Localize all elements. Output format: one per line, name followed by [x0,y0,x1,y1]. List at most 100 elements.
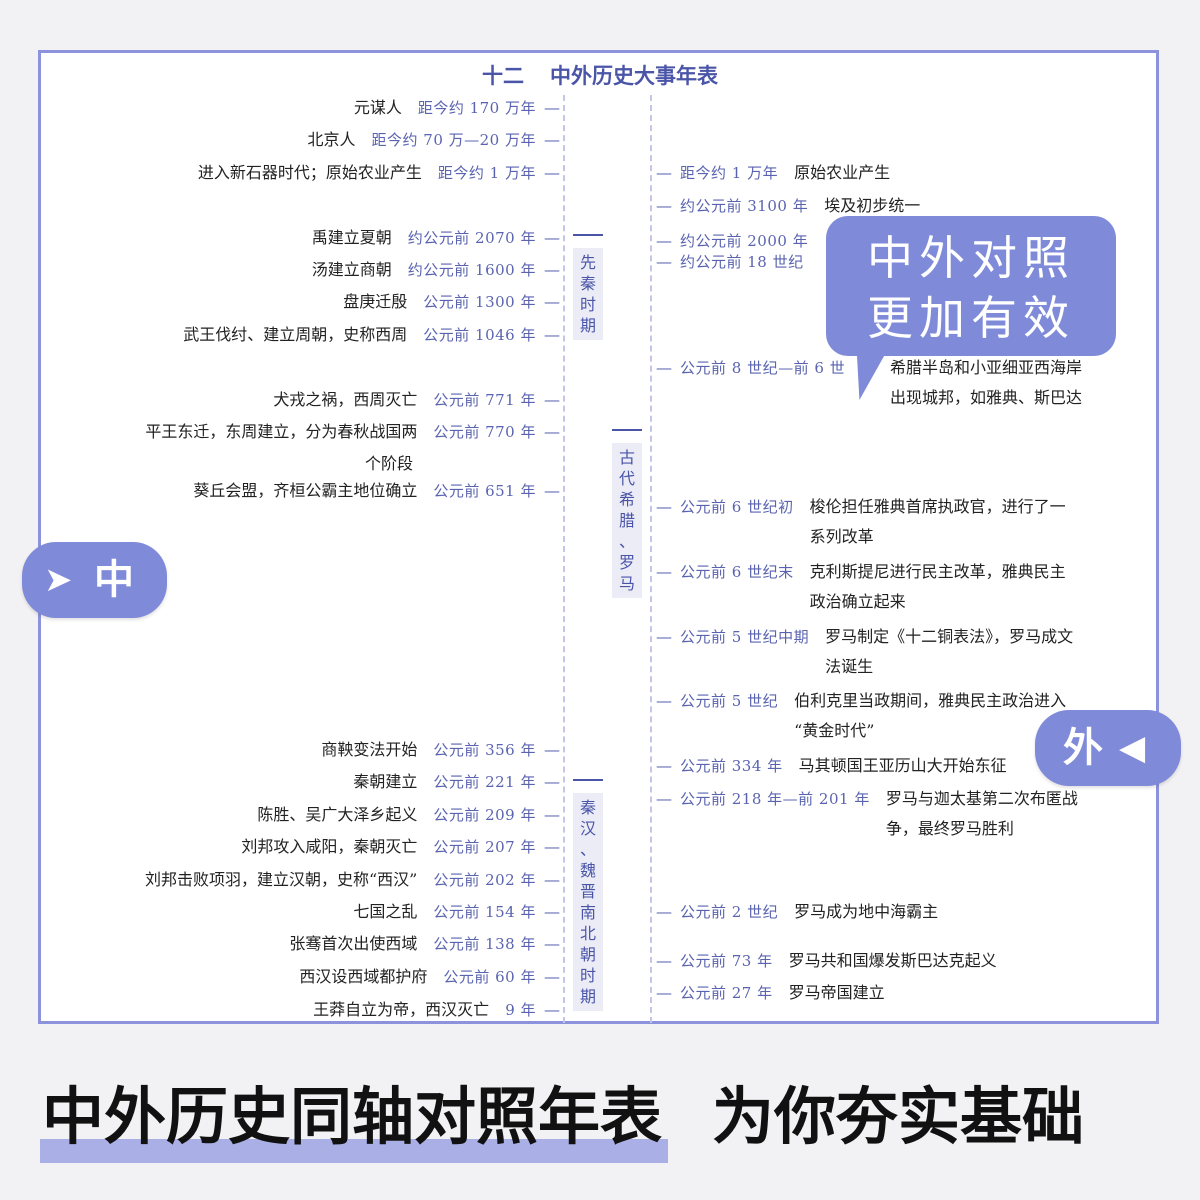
event-text: 平王东迁，东周建立，分为春秋战国两 [145,422,418,441]
world-event-row: —公元前 73 年罗马共和国爆发斯巴达克起义 [656,946,997,976]
foreign-side-tag: 外 ◀ [1035,710,1181,786]
world-event-row: —公元前 334 年马其顿国王亚历山大开始东征 [656,751,1007,781]
world-event-row: —距今约 1 万年原始农业产生 [656,158,890,188]
tick-mark: — [656,163,672,182]
period-char: 秦 [579,274,596,293]
tick-mark: — [544,422,560,441]
period-label-ancient-greece-rome: 古 代 希 腊 、 罗 马 [612,429,642,598]
period-char: 代 [618,469,635,488]
event-date: 约公元前 2000 年 [680,232,809,250]
event-text: 进入新石器时代；原始农业产生 [197,163,422,182]
period-char: 晋 [579,882,596,901]
china-event-row: 北京人距今约 70 万—20 万年 — [308,125,561,155]
tick-mark: — [544,481,560,500]
tick-mark: — [544,292,560,311]
tick-mark: — [544,740,560,759]
tick-mark: — [656,983,672,1002]
chinese-axis-line [563,95,565,1023]
period-label-xianqin: 先 秦 时 期 [573,234,603,340]
event-text-block: 罗马制定《十二铜表法》，罗马成文法诞生 [825,622,1073,682]
china-event-row: 葵丘会盟，齐桓公霸主地位确立公元前 651 年— [193,476,560,506]
event-text-continued: 出现城邦，如雅典、斯巴达 [890,388,1083,407]
tick-mark: — [656,358,672,377]
world-event-row: — 公元前 5 世纪中期罗马制定《十二铜表法》，罗马成文法诞生 [656,622,1073,682]
world-event-row: —公元前 6 世纪末克利斯提尼进行民主改革，雅典民主政治确立起来 [656,557,1066,617]
tick-mark: — [656,951,672,970]
tick-mark: — [544,163,560,182]
world-event-text-block: 希腊半岛和小亚细亚西海岸出现城邦，如雅典、斯巴达 [890,353,1082,413]
event-date: 公元前 138 年 [433,935,536,953]
event-text: 七国之乱 [353,902,418,921]
china-event-row: 犬戎之祸，西周灭亡公元前 771 年— [273,385,560,415]
event-text-block: 罗马与迦太基第二次布匿战争，最终罗马胜利 [886,784,1078,844]
event-date: 距今约 70 万—20 万年 [371,131,536,149]
event-text: 盘庚迁殷 [343,292,408,311]
event-text: 西汉设西域都护府 [299,967,428,986]
slogan: 中外历史同轴对照年表为你夯实基础 [42,1066,1084,1156]
china-event-continuation: 个阶段 [365,449,413,479]
event-date: 公元前 221 年 [433,773,536,791]
bubble-line-2: 更加有效 [867,291,1075,345]
tick-mark: — [656,902,672,921]
event-text: 刘邦击败项羽，建立汉朝，史称“西汉” [144,870,418,889]
china-event-row: 秦朝建立公元前 221 年— [353,767,560,797]
china-event-row: 进入新石器时代；原始农业产生距今约 1 万年 — [198,158,560,188]
period-char: 魏 [579,861,596,880]
period-char: 、 [618,532,635,551]
event-text-continued: 政治确立起来 [809,592,906,611]
china-event-row: 陈胜、吴广大泽乡起义公元前 209 年— [257,800,560,830]
event-text: 罗马成为地中海霸主 [794,902,939,921]
bubble-line-1: 中外对照 [867,231,1075,285]
china-event-row: 张骞首次出使西域公元前 138 年— [289,929,560,959]
slogan-secondary: 为你夯实基础 [712,1080,1085,1153]
tick-mark: — [544,325,560,344]
tick-mark: — [656,627,672,646]
tick-mark: — [544,260,560,279]
event-text: 犬戎之祸，西周灭亡 [273,390,418,409]
world-event-row: —约公元前 18 世纪 [656,247,820,277]
period-char: 马 [618,574,635,593]
event-date: 约公元前 3100 年 [680,197,809,215]
foreign-axis-line [650,95,652,1023]
event-text: 商鞅变法开始 [321,740,418,759]
event-text: 北京人 [307,130,356,149]
world-event-row: —公元前 27 年罗马帝国建立 [656,978,885,1008]
tick-mark: — [544,390,560,409]
china-event-row: 禹建立夏朝约公元前 2070 年— [312,223,560,253]
tick-mark: — [544,130,560,149]
event-date: 公元前 27 年 [680,984,773,1002]
world-event-row: —约公元前 3100 年埃及初步统一 [656,191,920,221]
event-date: 公元前 60 年 [443,968,536,986]
period-char: 腊 [618,511,635,530]
china-event-row: 西汉设西域都护府公元前 60 年 — [299,962,560,992]
period-char: 期 [579,987,596,1006]
tick-mark: — [544,870,560,889]
tick-mark: — [544,837,560,856]
tick-mark: — [544,98,560,117]
event-date: 距今约 1 万年 [437,164,536,182]
title-text: 中外历史大事年表 [550,64,718,88]
event-date: 公元前 2 世纪 [680,903,779,921]
event-date: 公元前 8 世纪—前 6 世 [680,359,846,377]
event-date: 公元前 6 世纪末 [680,563,794,581]
china-side-tag: ➤ 中 [22,542,167,618]
tick-mark: — [544,228,560,247]
event-text: 个阶段 [364,454,413,473]
china-event-row: 商鞅变法开始公元前 356 年— [321,735,560,765]
event-text: 汤建立商朝 [311,260,392,279]
event-date: 公元前 5 世纪中期 [680,628,810,646]
event-date: 公元前 1300 年 [423,293,536,311]
event-text: 葵丘会盟，齐桓公霸主地位确立 [193,481,418,500]
event-date: 公元前 209 年 [433,806,536,824]
china-event-row: 平王东迁，东周建立，分为春秋战国两公元前 770 年— [145,417,560,447]
event-text: 陈胜、吴广大泽乡起义 [257,805,418,824]
tick-mark: — [656,252,672,271]
event-text-continued: 系列改革 [809,527,874,546]
event-text: 埃及初步统一 [824,196,921,215]
event-text: 武王伐纣、建立周朝，史称西周 [183,325,408,344]
event-text: 马其顿国王亚历山大开始东征 [798,756,1007,775]
tick-mark: — [544,967,560,986]
event-text: 元谋人 [353,98,402,117]
event-text: 罗马与迦太基第二次布匿战 [885,789,1078,808]
